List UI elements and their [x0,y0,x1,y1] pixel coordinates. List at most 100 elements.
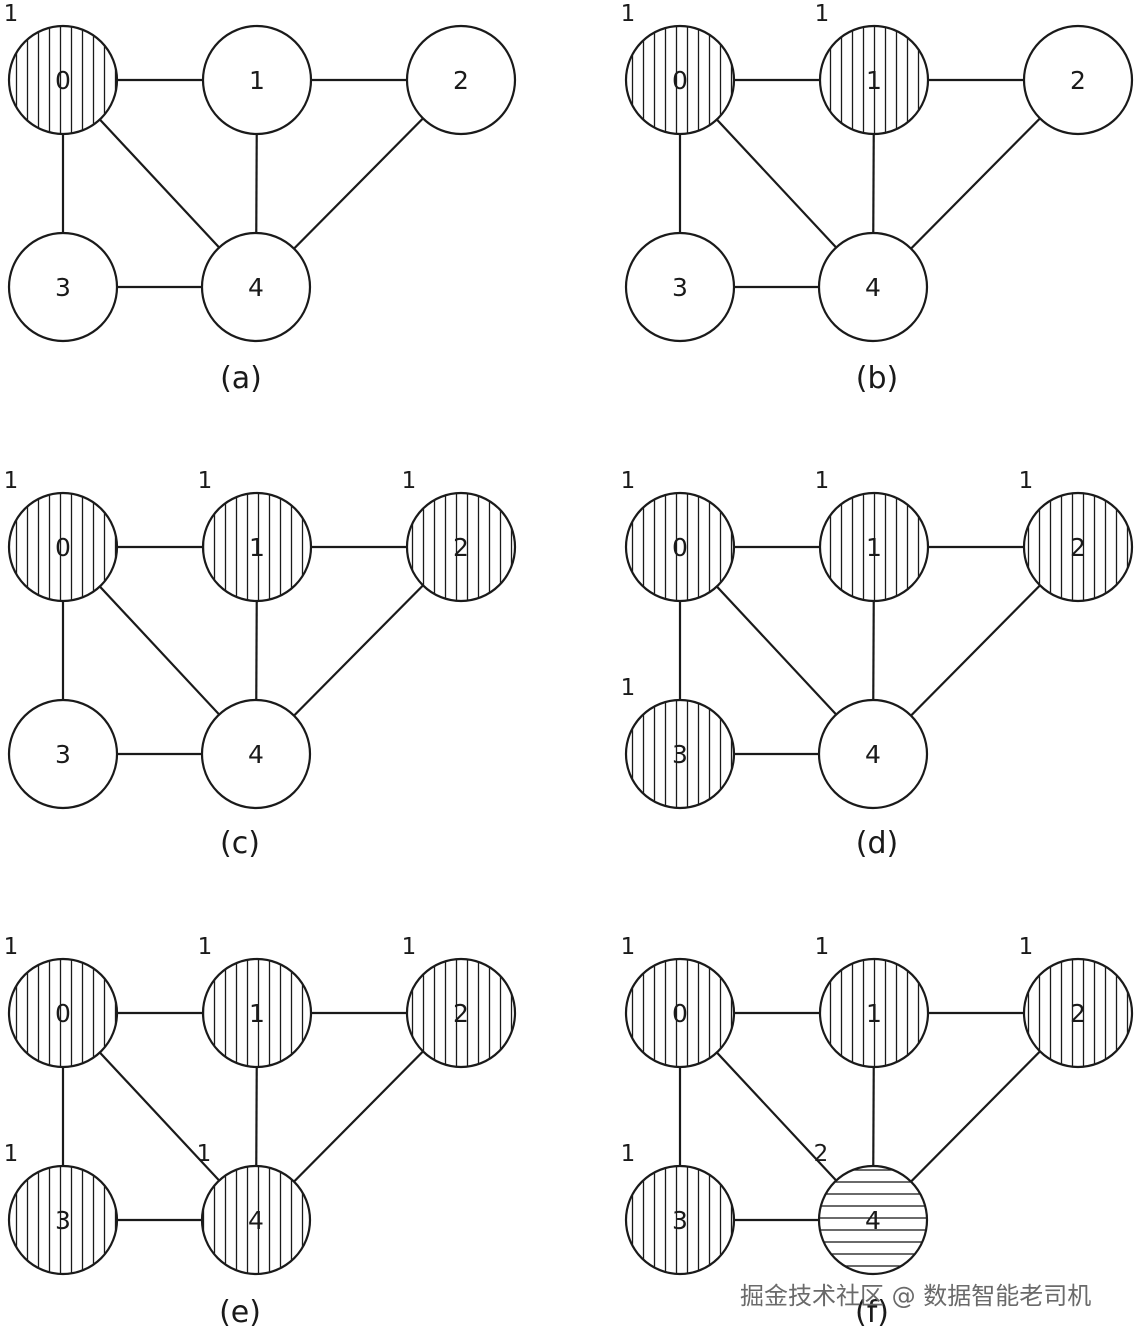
node-id-label: 3 [55,1206,71,1235]
panel-caption: (a) [220,361,262,396]
node-circle [405,491,517,603]
node-id-label: 0 [55,533,71,562]
node-id-label: 4 [248,273,264,302]
node-color-label: 1 [621,1,636,27]
node-circle [200,698,312,810]
node-circle [7,1164,119,1276]
node-id-label: 2 [1070,66,1086,95]
node-color-label: 1 [621,934,636,960]
node-circle [818,491,930,603]
node-id-label: 1 [249,66,265,95]
node-1: 1 [201,24,313,136]
panel-caption: (c) [220,826,260,861]
node-circle [818,24,930,136]
node-color-label: 1 [402,468,417,494]
node-id-label: 2 [1070,999,1086,1028]
node-1: 11 [198,468,313,603]
node-id-label: 4 [248,740,264,769]
node-circle [405,24,517,136]
node-color-label: 1 [4,1141,19,1167]
node-color-label: 1 [621,468,636,494]
node-id-label: 1 [249,999,265,1028]
node-circle [817,1164,929,1276]
node-id-label: 2 [453,999,469,1028]
node-circle [405,957,517,1069]
node-1: 11 [198,934,313,1069]
node-3: 31 [621,675,736,810]
node-circle [200,1164,312,1276]
node-circle [7,957,119,1069]
node-color-label: 1 [4,934,19,960]
node-2: 21 [1019,468,1134,603]
node-4: 4 [817,231,929,343]
node-4: 42 [814,1141,929,1276]
node-circle [624,698,736,810]
node-2: 2 [1022,24,1134,136]
node-circle [201,957,313,1069]
panel-caption: (b) [856,361,898,396]
node-0: 01 [4,468,119,603]
node-id-label: 0 [672,999,688,1028]
node-id-label: 0 [672,533,688,562]
node-id-label: 4 [865,740,881,769]
node-circle [201,491,313,603]
node-id-label: 3 [55,273,71,302]
node-color-label: 1 [1019,468,1034,494]
node-id-label: 4 [865,273,881,302]
node-3: 3 [7,231,119,343]
node-color-label: 1 [815,468,830,494]
node-id-label: 1 [866,66,882,95]
node-circle [201,24,313,136]
node-2: 21 [402,468,517,603]
node-color-label: 1 [198,934,213,960]
node-circle [624,957,736,1069]
node-color-label: 1 [621,1141,636,1167]
node-color-label: 1 [621,675,636,701]
node-id-label: 0 [55,66,71,95]
node-1: 11 [815,468,930,603]
node-4: 4 [200,231,312,343]
node-circle [1022,24,1134,136]
node-color-label: 1 [815,934,830,960]
panel-caption: (e) [219,1295,261,1330]
node-3: 31 [621,1141,736,1276]
node-2: 21 [402,934,517,1069]
node-circle [7,24,119,136]
node-4: 4 [817,698,929,810]
node-id-label: 3 [672,1206,688,1235]
node-id-label: 2 [1070,533,1086,562]
node-0: 01 [621,934,736,1069]
watermark-text: 掘金技术社区 @ 数据智能老司机 [740,1282,1092,1310]
node-color-label: 1 [197,1141,212,1167]
node-circle [624,231,736,343]
node-circle [200,231,312,343]
node-3: 31 [4,1141,119,1276]
node-color-label: 1 [815,1,830,27]
node-id-label: 3 [55,740,71,769]
node-id-label: 1 [249,533,265,562]
node-1: 11 [815,1,930,136]
node-id-label: 4 [865,1206,881,1235]
node-4: 4 [200,698,312,810]
node-color-label: 1 [198,468,213,494]
node-id-label: 1 [866,999,882,1028]
node-id-label: 2 [453,66,469,95]
node-circle [7,698,119,810]
node-circle [624,491,736,603]
node-id-label: 1 [866,533,882,562]
node-id-label: 2 [453,533,469,562]
node-circle [624,24,736,136]
node-color-label: 2 [814,1141,829,1167]
panel-caption: (f) [855,1295,889,1330]
node-2: 21 [1019,934,1134,1069]
node-circle [1022,491,1134,603]
node-id-label: 4 [248,1206,264,1235]
node-circle [1022,957,1134,1069]
node-id-label: 3 [672,273,688,302]
node-1: 11 [815,934,930,1069]
